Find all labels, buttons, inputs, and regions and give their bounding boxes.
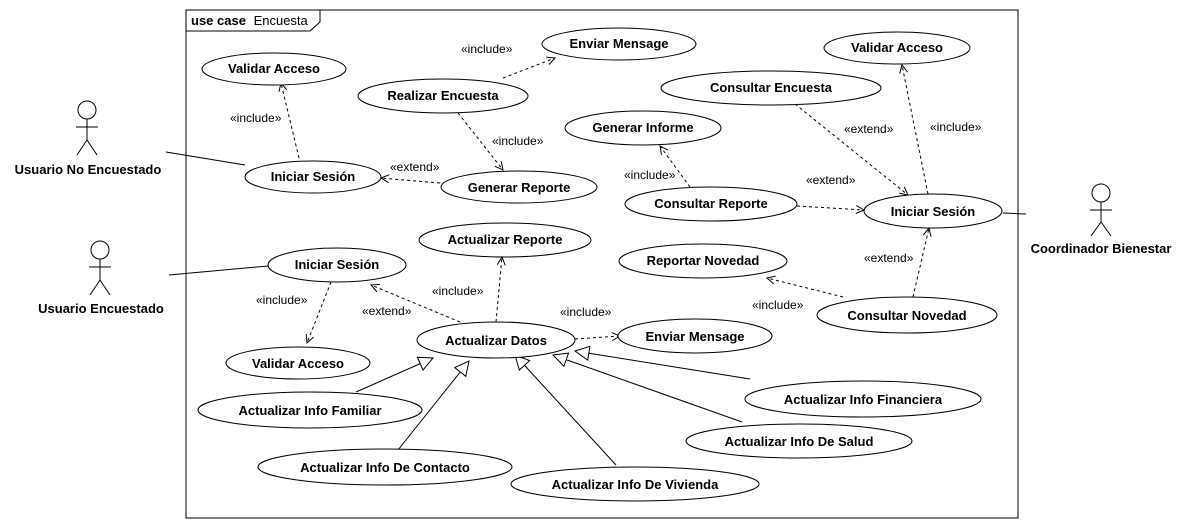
svg-text:Realizar Encuesta: Realizar Encuesta xyxy=(387,88,499,103)
generalization-edge xyxy=(575,351,751,380)
include-label: «include» xyxy=(624,168,676,182)
svg-text:Actualizar Info Financiera: Actualizar Info Financiera xyxy=(784,392,943,407)
actor-name: Usuario Encuestado xyxy=(38,301,164,316)
use-case-generar-reporte[interactable]: Generar Reporte xyxy=(440,170,598,204)
include-edge xyxy=(767,278,844,298)
extend-label: «extend» xyxy=(362,304,412,318)
use-case-realizar-encuesta[interactable]: Realizar Encuesta xyxy=(357,78,529,114)
extend-edge xyxy=(794,103,908,195)
association-line xyxy=(168,265,269,276)
include-label: «include» xyxy=(560,305,612,319)
frame-tab xyxy=(186,9,321,32)
use-case-actualizar-datos[interactable]: Actualizar Datos xyxy=(416,321,576,359)
use-case-iniciar-sesion[interactable]: Iniciar Sesión xyxy=(244,160,382,194)
include-edge xyxy=(502,58,555,79)
generalization-edge xyxy=(355,358,433,393)
svg-text:Actualizar Info Familiar: Actualizar Info Familiar xyxy=(238,403,381,418)
svg-text:Enviar Mensage: Enviar Mensage xyxy=(570,36,669,51)
use-case-iniciar-sesion[interactable]: Iniciar Sesión xyxy=(267,247,407,283)
include-edge xyxy=(902,65,929,195)
include-edge xyxy=(281,83,300,159)
svg-text:Iniciar Sesión: Iniciar Sesión xyxy=(271,169,356,184)
include-label: «include» xyxy=(752,298,804,312)
include-edge xyxy=(457,112,503,170)
svg-text:Actualizar Info De Vivienda: Actualizar Info De Vivienda xyxy=(552,477,719,492)
svg-text:Consultar Encuesta: Consultar Encuesta xyxy=(710,80,833,95)
include-label: «include» xyxy=(432,284,484,298)
include-edge xyxy=(660,146,691,188)
svg-text:Reportar Novedad: Reportar Novedad xyxy=(647,253,760,268)
extend-edge xyxy=(796,206,864,210)
svg-text:Iniciar Sesión: Iniciar Sesión xyxy=(295,257,380,272)
actor-name: Usuario No Encuestado xyxy=(15,162,162,177)
svg-text:Actualizar Info De Salud: Actualizar Info De Salud xyxy=(725,434,874,449)
frame-title: use case Encuesta xyxy=(191,13,309,28)
use-case-validar-acceso[interactable]: Validar Acceso xyxy=(823,31,971,65)
use-case-actualizar-info-familiar[interactable]: Actualizar Info Familiar xyxy=(197,391,423,429)
include-edge xyxy=(307,281,332,343)
include-label: «include» xyxy=(492,134,544,148)
svg-text:Generar Informe: Generar Informe xyxy=(592,120,693,135)
use-case-actualizar-reporte[interactable]: Actualizar Reporte xyxy=(418,222,592,258)
use-case-reportar-novedad[interactable]: Reportar Novedad xyxy=(618,243,788,279)
extend-edge xyxy=(371,285,461,323)
generalization-edge xyxy=(553,355,743,423)
svg-text:Consultar Novedad: Consultar Novedad xyxy=(847,308,966,323)
use-case-actualizar-info-de-salud[interactable]: Actualizar Info De Salud xyxy=(685,423,913,459)
extend-label: «extend» xyxy=(390,160,440,174)
use-case-validar-acceso[interactable]: Validar Acceso xyxy=(225,346,371,380)
use-case-actualizar-info-financiera[interactable]: Actualizar Info Financiera xyxy=(744,380,982,418)
svg-text:Enviar Mensage: Enviar Mensage xyxy=(646,329,745,344)
include-edge xyxy=(574,336,620,339)
extend-edge xyxy=(381,178,441,184)
use-case-actualizar-info-vivienda[interactable]: Actualizar Info De Vivienda xyxy=(510,466,760,502)
use-case-consultar-novedad[interactable]: Consultar Novedad xyxy=(816,296,998,334)
include-edge xyxy=(495,257,502,323)
use-case-enviar-mensage[interactable]: Enviar Mensage xyxy=(617,318,773,354)
svg-text:Actualizar Datos: Actualizar Datos xyxy=(445,333,547,348)
use-case-consultar-encuesta[interactable]: Consultar Encuesta xyxy=(660,70,882,106)
svg-text:Consultar Reporte: Consultar Reporte xyxy=(654,196,767,211)
include-label: «include» xyxy=(461,42,513,56)
use-case-generar-informe[interactable]: Generar Informe xyxy=(564,110,722,146)
use-case-validar-acceso[interactable]: Validar Acceso xyxy=(201,52,347,86)
actor-usuario-encuestado[interactable]: Usuario Encuestado xyxy=(38,240,164,316)
actor-usuario-no-encuestado[interactable]: Usuario No Encuestado xyxy=(15,100,162,177)
include-label: «include» xyxy=(230,111,282,125)
use-case-actualizar-info-contacto[interactable]: Actualizar Info De Contacto xyxy=(257,448,513,486)
svg-text:Validar Acceso: Validar Acceso xyxy=(252,356,344,371)
include-label: «include» xyxy=(930,120,982,134)
svg-text:Actualizar Reporte: Actualizar Reporte xyxy=(448,232,563,247)
extend-label: «extend» xyxy=(864,251,914,265)
extend-label: «extend» xyxy=(806,173,856,187)
generalization-edge xyxy=(515,355,617,466)
association-line xyxy=(1002,212,1027,215)
svg-text:Iniciar Sesión: Iniciar Sesión xyxy=(891,204,976,219)
extend-label: «extend» xyxy=(844,122,894,136)
use-case-iniciar-sesion[interactable]: Iniciar Sesión xyxy=(863,193,1003,229)
svg-text:Validar Acceso: Validar Acceso xyxy=(851,40,943,55)
use-case-consultar-reporte[interactable]: Consultar Reporte xyxy=(624,186,798,222)
svg-text:Validar Acceso: Validar Acceso xyxy=(228,61,320,76)
use-case-enviar-mensage[interactable]: Enviar Mensage xyxy=(541,27,697,61)
svg-text:Actualizar Info De Contacto: Actualizar Info De Contacto xyxy=(300,460,470,475)
svg-text:Generar Reporte: Generar Reporte xyxy=(468,180,571,195)
include-label: «include» xyxy=(256,293,308,307)
generalization-edge xyxy=(397,361,469,451)
actor-coordinador-bienestar[interactable]: Coordinador Bienestar xyxy=(1031,183,1172,256)
association-line xyxy=(165,151,246,166)
actor-name: Coordinador Bienestar xyxy=(1031,241,1172,256)
extend-edge xyxy=(912,228,929,298)
frame-border xyxy=(185,9,1019,519)
